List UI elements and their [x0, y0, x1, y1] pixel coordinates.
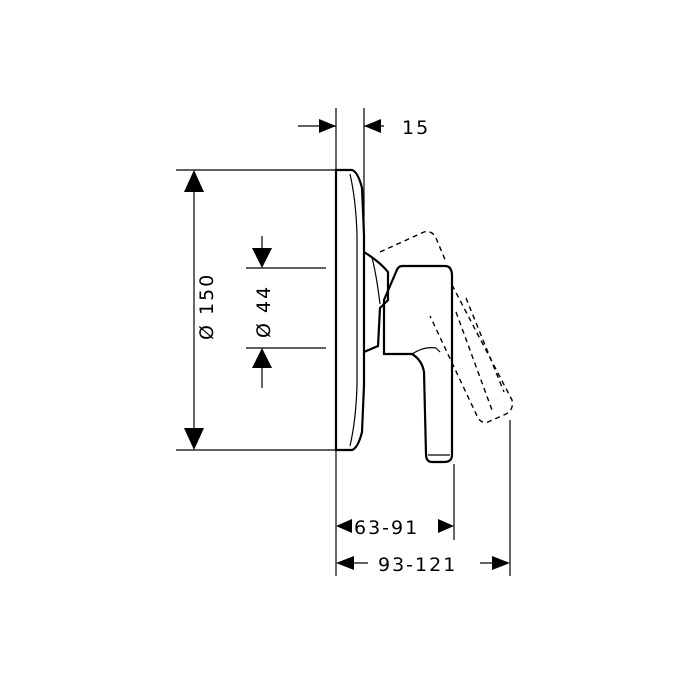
dimension-label: Ø 150	[196, 273, 218, 340]
wall-plate	[334, 168, 366, 452]
plate-outline	[334, 168, 366, 452]
arrow-head	[252, 348, 272, 368]
dimension-label: Ø 44	[253, 285, 275, 338]
lever-detail	[411, 347, 441, 355]
hub-outline	[363, 251, 390, 354]
dimension-depth-total: 93-121	[336, 420, 511, 576]
arrow-head	[336, 556, 354, 570]
arrow-head	[364, 119, 381, 133]
valve-hub	[363, 251, 390, 354]
dimension-label: 63-91	[354, 517, 419, 539]
arrow-head	[438, 519, 454, 533]
arrow-head	[184, 170, 204, 192]
arrow-head	[319, 119, 336, 133]
dimension-depth-lever: 63-91	[335, 450, 455, 576]
dimension-diameter-plate: Ø 150	[176, 169, 336, 451]
lever-rotated-inner	[465, 297, 505, 393]
lever-handle	[382, 264, 454, 464]
plate-bevel-line	[349, 173, 358, 447]
dimension-label: 93-121	[378, 554, 457, 576]
dimension-offset-top: 15	[298, 108, 430, 240]
lever-rotated-position	[379, 230, 514, 424]
hub-shading	[371, 257, 381, 305]
lever-outline	[382, 264, 454, 464]
lever-rotated-outline-body	[429, 284, 514, 424]
arrow-head	[184, 428, 204, 450]
dimension-label: 15	[402, 117, 430, 139]
arrow-head	[492, 556, 510, 570]
lever-rotated-outline-top	[379, 230, 447, 263]
arrow-head	[336, 519, 352, 533]
dimension-diameter-hub: Ø 44	[246, 236, 326, 388]
arrow-head	[252, 248, 272, 268]
